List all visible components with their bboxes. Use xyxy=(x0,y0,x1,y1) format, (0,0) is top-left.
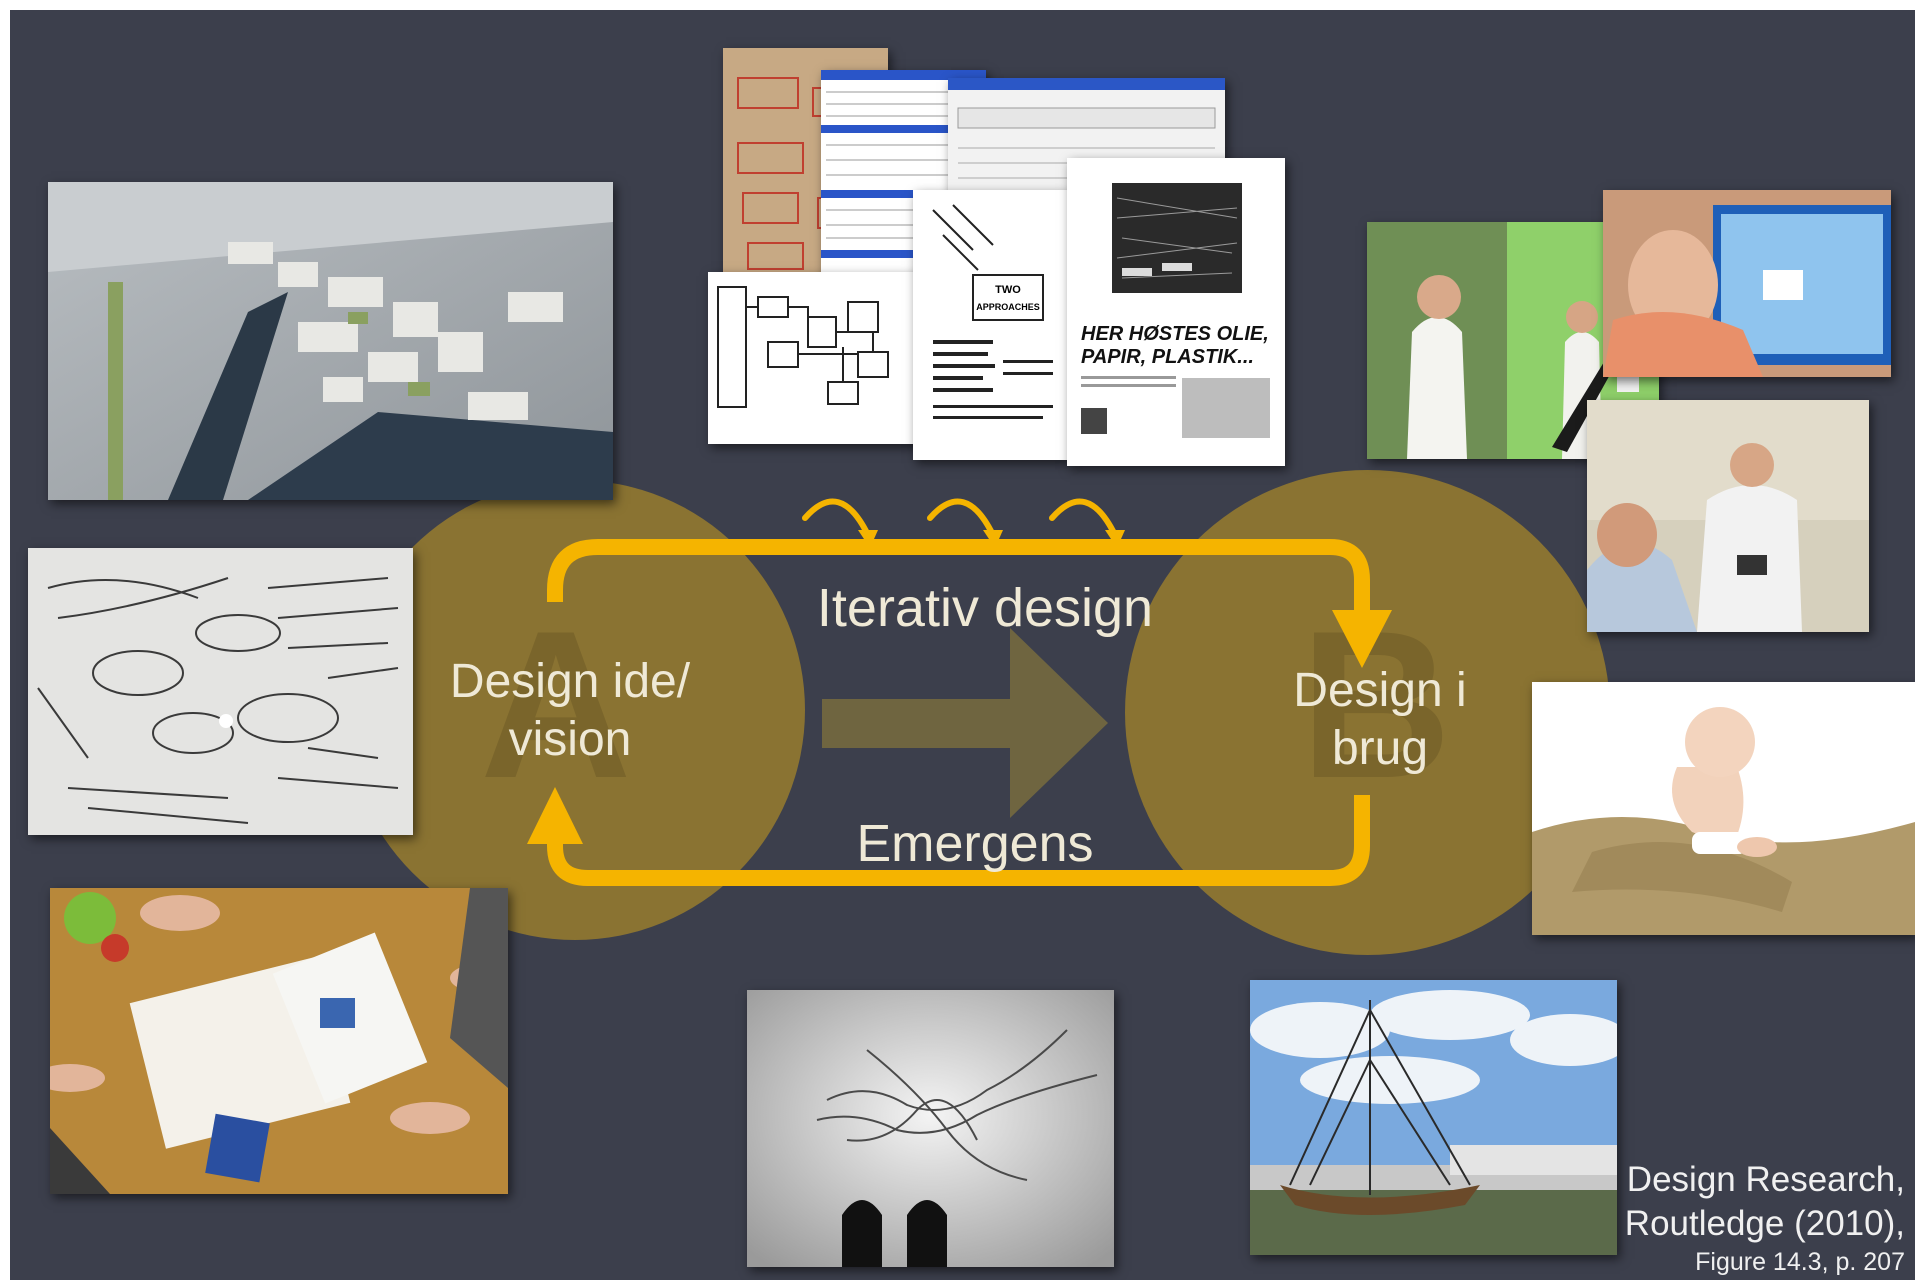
iteration-arrowhead-1 xyxy=(858,530,878,548)
circle-b-label: Design i brug xyxy=(1250,662,1510,777)
circle-b-label-line1: Design i xyxy=(1293,664,1467,717)
bottom-loop-arrow xyxy=(547,795,1370,886)
bottom-loop-arrowhead xyxy=(527,787,583,844)
iteration-arrow-2 xyxy=(927,498,996,538)
citation-line3: Figure 14.3, p. 207 xyxy=(1695,1248,1905,1276)
circle-a-label-line1: Design ide/ xyxy=(449,655,691,708)
iterativ-design-label: Iterativ design xyxy=(816,578,1154,638)
sketch-label-line2: APPROACHES xyxy=(976,302,1040,312)
circle-a-label: Design ide/ vision xyxy=(410,653,730,768)
sketch-doc: TWO APPROACHES xyxy=(913,190,1068,460)
nurse-patient-photo xyxy=(1587,400,1869,632)
slide: A B Iterativ design Emergens Design ide/… xyxy=(10,10,1915,1280)
top-loop-arrowhead xyxy=(1332,610,1392,668)
whiteboard-photo xyxy=(28,548,413,835)
arrows-overlay xyxy=(527,498,1392,886)
poster-doc: HER HØSTES OLIE, PAPIR, PLASTIK... xyxy=(1067,158,1285,466)
iteration-arrowhead-2 xyxy=(983,530,1003,548)
workshop-table-photo xyxy=(50,888,508,1194)
iteration-arrow-1 xyxy=(802,498,871,538)
circle-a-letter: A xyxy=(480,587,632,822)
map-projection-photo xyxy=(747,990,1114,1267)
iteration-arrowhead-3 xyxy=(1105,530,1125,548)
citation-line1: Design Research, xyxy=(1626,1160,1905,1199)
sketch-label-line1: TWO xyxy=(995,284,1021,296)
baby-photo xyxy=(1532,682,1915,935)
touchscreen-photo xyxy=(1603,190,1891,377)
center-arrow xyxy=(822,628,1108,818)
iteration-arrow-3 xyxy=(1049,498,1118,538)
poster-headline-line1: HER HØSTES OLIE, xyxy=(1081,323,1269,345)
flowchart-doc xyxy=(708,272,923,444)
viking-ship-photo xyxy=(1250,980,1617,1255)
citation-caption: Design Research, Routledge (2010), Figur… xyxy=(1575,1160,1905,1277)
circle-a-label-line2: vision xyxy=(508,712,632,766)
circle-b-label-line2: brug xyxy=(1331,721,1429,775)
top-loop-arrow xyxy=(547,539,1370,622)
city-model-photo xyxy=(48,182,613,500)
poster-headline-line2: PAPIR, PLASTIK... xyxy=(1081,346,1254,368)
emergens-label: Emergens xyxy=(856,815,1094,873)
citation-line2: Routledge (2010), xyxy=(1624,1204,1905,1243)
